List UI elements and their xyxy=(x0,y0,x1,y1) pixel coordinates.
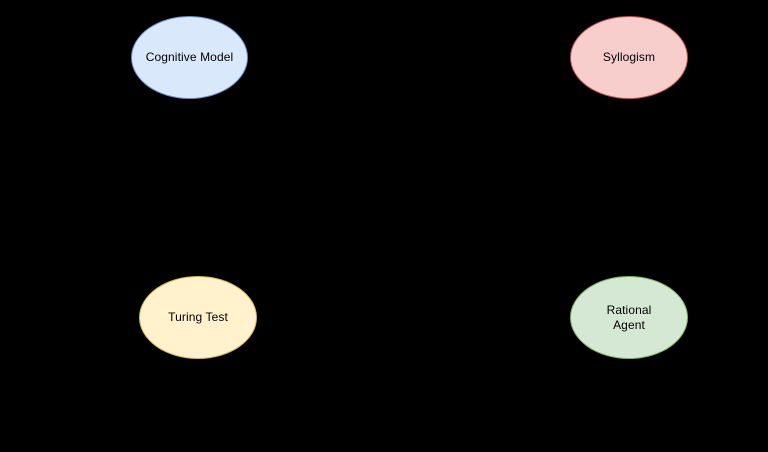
node-label-turing-test: Turing Test xyxy=(168,310,228,324)
node-rational-agent[interactable]: Rational Agent xyxy=(570,276,688,359)
node-label-rational-agent: Rational Agent xyxy=(606,302,652,332)
node-label-syllogism: Syllogism xyxy=(602,50,656,64)
node-cognitive-model[interactable]: Cognitive Model xyxy=(131,16,248,99)
node-syllogism[interactable]: Syllogism xyxy=(570,16,688,99)
node-turing-test[interactable]: Turing Test xyxy=(139,276,257,359)
node-label-cognitive-model: Cognitive Model xyxy=(145,50,234,64)
